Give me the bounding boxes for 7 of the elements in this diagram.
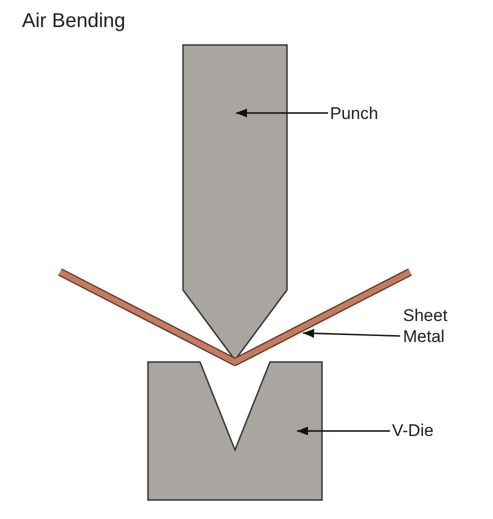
part-label: V-Die bbox=[392, 420, 452, 441]
part-label: Sheet Metal bbox=[403, 305, 463, 347]
leader-line bbox=[297, 426, 390, 436]
leader-line bbox=[236, 108, 328, 118]
diagram-title: Air Bending bbox=[22, 10, 126, 33]
leader-line bbox=[302, 328, 400, 338]
part-label: Punch bbox=[330, 103, 400, 124]
